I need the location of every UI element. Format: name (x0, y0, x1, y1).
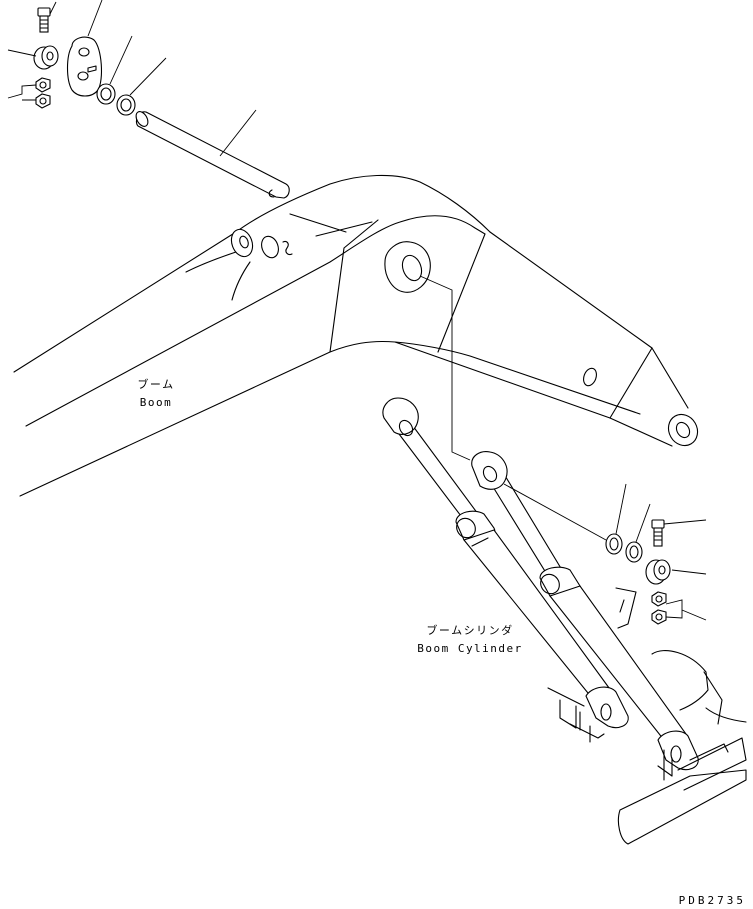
shim-upper-1 (96, 83, 116, 105)
bolt-lower (651, 519, 665, 547)
shim-upper-2 (116, 94, 136, 116)
revolving-frame (547, 587, 747, 845)
boom-cylinder-right (471, 451, 699, 771)
lower-hardware-group (605, 483, 707, 625)
drawing-code: PDB2735 (679, 894, 746, 907)
nut-lower-1 (651, 591, 667, 607)
nut-upper-2 (35, 93, 51, 109)
shim-lower-1 (605, 533, 623, 555)
nut-lower-2 (651, 609, 667, 625)
boom-cylinder-label-en: Boom Cylinder (417, 642, 523, 655)
boom-cylinder-left (382, 397, 629, 729)
boom-cylinder-label: ブームシリンダ Boom Cylinder (417, 623, 523, 655)
bolt-upper (37, 7, 51, 33)
boom-label-en: Boom (140, 396, 173, 409)
shim-lower-2 (625, 541, 643, 563)
collar-upper (33, 45, 59, 70)
lock-plate-upper (66, 36, 103, 97)
boom (13, 174, 699, 497)
boom-label-jp: ブーム (137, 377, 174, 391)
upper-hardware-group (7, 0, 290, 199)
collar-lower (645, 559, 671, 585)
foot-pin (135, 111, 290, 199)
nut-upper-1 (35, 77, 51, 93)
boom-label: ブーム Boom (137, 377, 174, 409)
boom-cylinder-label-jp: ブームシリンダ (426, 623, 513, 637)
